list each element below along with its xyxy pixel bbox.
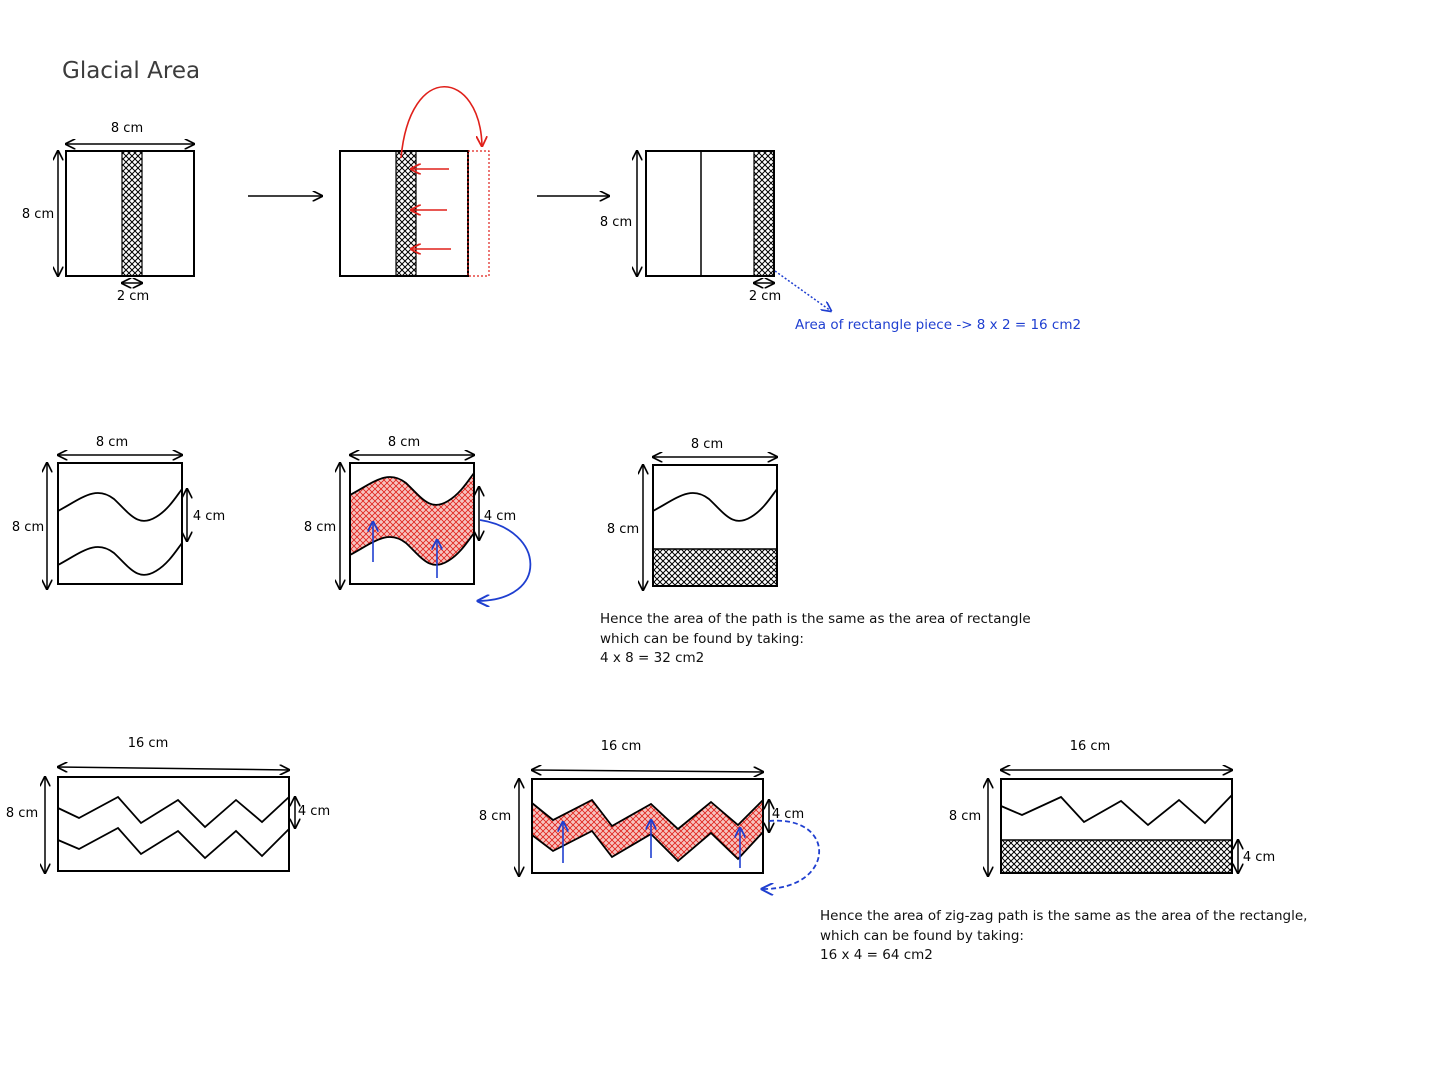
width-label: 16 cm [1070, 739, 1111, 754]
path-width-label: 4 cm [298, 804, 330, 819]
width-label: 8 cm [388, 435, 420, 450]
wave-line-top [57, 488, 183, 522]
height-label: 8 cm [6, 806, 38, 821]
width-label: 16 cm [601, 739, 642, 754]
height-label: 8 cm [607, 522, 639, 537]
height-label: 8 cm [600, 215, 632, 230]
strip-width-label: 2 cm [749, 289, 781, 304]
zigzag-line [1000, 794, 1233, 827]
bottom-rectangle-shaded [1000, 839, 1233, 874]
explanation-line: which can be found by taking: [820, 927, 1024, 944]
zigzag-path-shaded [532, 800, 763, 861]
square-outline [652, 464, 778, 587]
strip-moved-square [339, 85, 490, 277]
row-2-wave: 8 cm 8 cm 4 cm 8 cm 8 cm 4 cm [12, 435, 777, 601]
width-label: 8 cm [691, 437, 723, 452]
rectangle-with-bottom-strip: 16 cm 8 cm 4 cm [949, 739, 1275, 876]
path-width-label: 4 cm [484, 509, 516, 524]
square-with-strip: 8 cm 8 cm 2 cm [22, 121, 194, 304]
explanation-line: Hence the area of zig-zag path is the sa… [820, 908, 1308, 924]
move-arc-arrow [478, 519, 532, 601]
rectangle-with-zigzag-path: 16 cm 8 cm 4 cm [6, 736, 330, 873]
rectangle-outline [57, 776, 290, 872]
square-outline [645, 150, 775, 277]
explanation-line: which can be found by taking: [600, 630, 804, 647]
moved-strip-dotted [467, 150, 490, 277]
width-label: 8 cm [111, 121, 143, 136]
height-label: 8 cm [479, 809, 511, 824]
move-arc-arrow [400, 85, 482, 159]
square-with-bottom-rectangle: 8 cm 8 cm [607, 437, 777, 590]
move-arc-arrow [762, 819, 821, 889]
explanation-line: Hence the area of the path is the same a… [600, 611, 1031, 627]
path-width-label: 4 cm [772, 807, 804, 822]
zigzag-explanation: Hence the area of zig-zag path is the sa… [820, 907, 1307, 966]
wave-line-bottom [57, 542, 183, 576]
strip-width-label: 2 cm [117, 289, 149, 304]
rectangle-outline [531, 778, 764, 874]
rectangle-with-shaded-zigzag: 16 cm 8 cm 4 cm [479, 739, 821, 889]
wave-line-top [349, 472, 475, 506]
width-dimension-arrow [58, 767, 289, 770]
wave-line [652, 488, 778, 522]
strip-at-edge-square: 8 cm 2 cm [600, 151, 831, 311]
wave-explanation: Hence the area of the path is the same a… [600, 610, 1031, 669]
bottom-rectangle-shaded [652, 548, 778, 587]
wave-line-bottom [349, 532, 475, 566]
width-label: 16 cm [128, 736, 169, 751]
explanation-line: 4 x 8 = 32 cm2 [600, 650, 705, 666]
square-with-shaded-wave: 8 cm 8 cm 4 cm [304, 435, 532, 601]
strip-area-note: Area of rectangle piece -> 8 x 2 = 16 cm… [795, 317, 1082, 333]
page-title: Glacial Area [62, 58, 201, 84]
zigzag-line-top [57, 795, 290, 829]
width-dimension-arrow [532, 770, 763, 772]
explanation-line: 16 x 4 = 64 cm2 [820, 947, 933, 963]
height-label: 8 cm [22, 207, 54, 222]
strip-shaded [121, 150, 143, 277]
wave-path-shaded [350, 473, 474, 565]
square-with-wave-path: 8 cm 8 cm 4 cm [12, 435, 225, 589]
height-label: 8 cm [12, 520, 44, 535]
height-label: 8 cm [949, 809, 981, 824]
rectangle-outline [1000, 778, 1233, 874]
square-outline [65, 150, 195, 277]
strip-shaded [753, 150, 775, 277]
strip-height-label: 4 cm [1243, 850, 1275, 865]
height-label: 8 cm [304, 520, 336, 535]
width-label: 8 cm [96, 435, 128, 450]
row-1-strip: 8 cm 8 cm 2 cm 8 cm 2 cm [22, 85, 831, 311]
zigzag-line-top [531, 798, 764, 831]
zigzag-line-bottom [57, 826, 290, 860]
path-width-label: 4 cm [193, 509, 225, 524]
row-3-zigzag: 16 cm 8 cm 4 cm 16 cm 8 cm 4 cm [6, 736, 1275, 889]
callout-pointer [774, 270, 831, 311]
